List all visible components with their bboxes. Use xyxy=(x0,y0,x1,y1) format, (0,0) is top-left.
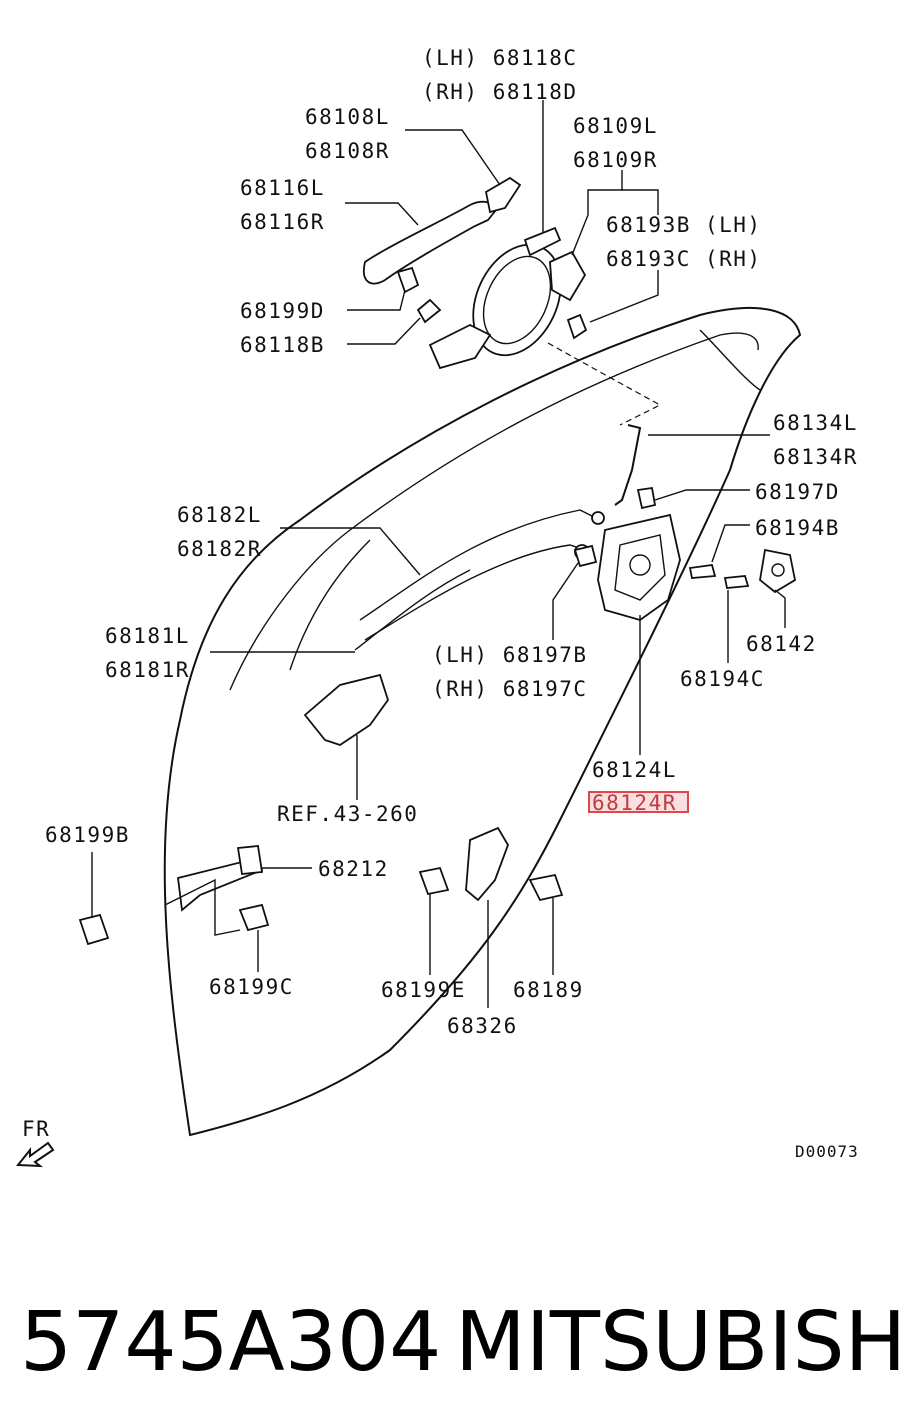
label-68108r: 68108R xyxy=(305,139,390,163)
inside-handle-ref xyxy=(303,673,389,746)
outside-handle-assembly xyxy=(362,176,588,370)
label-68118c: (LH) 68118C xyxy=(422,46,578,70)
label-68134r: 68134R xyxy=(773,445,858,469)
label-68182r: 68182R xyxy=(177,537,262,561)
label-68199b: 68199B xyxy=(45,823,130,847)
label-68194c: 68194C xyxy=(680,667,765,691)
bolt-68199b xyxy=(78,913,110,946)
guide-dashed-line xyxy=(547,342,662,426)
bolt-68199e xyxy=(418,866,450,896)
label-68212: 68212 xyxy=(318,857,389,881)
leader-lines xyxy=(91,100,786,1008)
clip-68193 xyxy=(566,313,588,340)
footer-brand: MITSUBISHI xyxy=(455,1295,909,1390)
label-68193b: 68193B (LH) xyxy=(606,213,762,237)
label-68108l: 68108L xyxy=(305,105,390,129)
striker-assembly xyxy=(688,548,797,594)
label-diagram-code: D00073 xyxy=(795,1142,859,1161)
label-68109l: 68109L xyxy=(573,114,658,138)
door-outline xyxy=(163,306,802,1137)
label-68199d: 68199D xyxy=(240,299,325,323)
bolt-68199d xyxy=(396,266,420,294)
label-68199e: 68199E xyxy=(381,978,466,1002)
nut-68189 xyxy=(528,873,564,902)
clip-68197b xyxy=(573,544,598,568)
handle-frame xyxy=(428,323,492,370)
rod-68134 xyxy=(614,424,642,506)
label-ref-43-260: REF.43-260 xyxy=(277,802,418,826)
label-68116r: 68116R xyxy=(240,210,325,234)
label-68109r: 68109R xyxy=(573,148,658,172)
door-check xyxy=(78,845,270,946)
label-68189: 68189 xyxy=(513,978,584,1002)
label-68118b: 68118B xyxy=(240,333,325,357)
label-68182l: 68182L xyxy=(177,503,262,527)
label-68197b: (LH) 68197B xyxy=(432,643,588,667)
part-labels: (LH) 68118C (RH) 68118D 68108L 68108R 68… xyxy=(22,46,859,1161)
door-latch xyxy=(573,486,681,621)
label-68193c: 68193C (RH) xyxy=(606,247,762,271)
key-cylinder xyxy=(549,250,587,302)
label-fr: FR xyxy=(22,1117,50,1141)
label-68181l: 68181L xyxy=(105,624,190,648)
label-68197c: (RH) 68197C xyxy=(432,677,588,701)
label-68124l: 68124L xyxy=(592,758,677,782)
handle-cap xyxy=(484,176,522,214)
label-68194b: 68194B xyxy=(755,516,840,540)
screw-68194b xyxy=(688,564,717,579)
gasket xyxy=(523,226,562,257)
label-68199c: 68199C xyxy=(209,975,294,999)
label-68134l: 68134L xyxy=(773,411,858,435)
bracket-68326 xyxy=(465,826,509,902)
label-68142: 68142 xyxy=(746,632,817,656)
label-68197d: 68197D xyxy=(755,480,840,504)
clip-68197d xyxy=(636,486,657,510)
footer-part-number: 5745A304 xyxy=(20,1295,441,1390)
label-68118d: (RH) 68118D xyxy=(422,80,578,104)
screw-68194c xyxy=(723,575,750,589)
fr-arrow-icon xyxy=(15,1141,55,1168)
highlight-68124r xyxy=(588,791,689,813)
bolt-68199c xyxy=(238,903,270,932)
label-68326: 68326 xyxy=(447,1014,518,1038)
spring-68118b xyxy=(416,298,442,324)
handle-grip xyxy=(362,200,498,285)
striker-68142 xyxy=(759,548,797,594)
label-68124r: 68124R xyxy=(592,791,677,815)
label-68181r: 68181R xyxy=(105,658,190,682)
label-68116l: 68116L xyxy=(240,176,325,200)
